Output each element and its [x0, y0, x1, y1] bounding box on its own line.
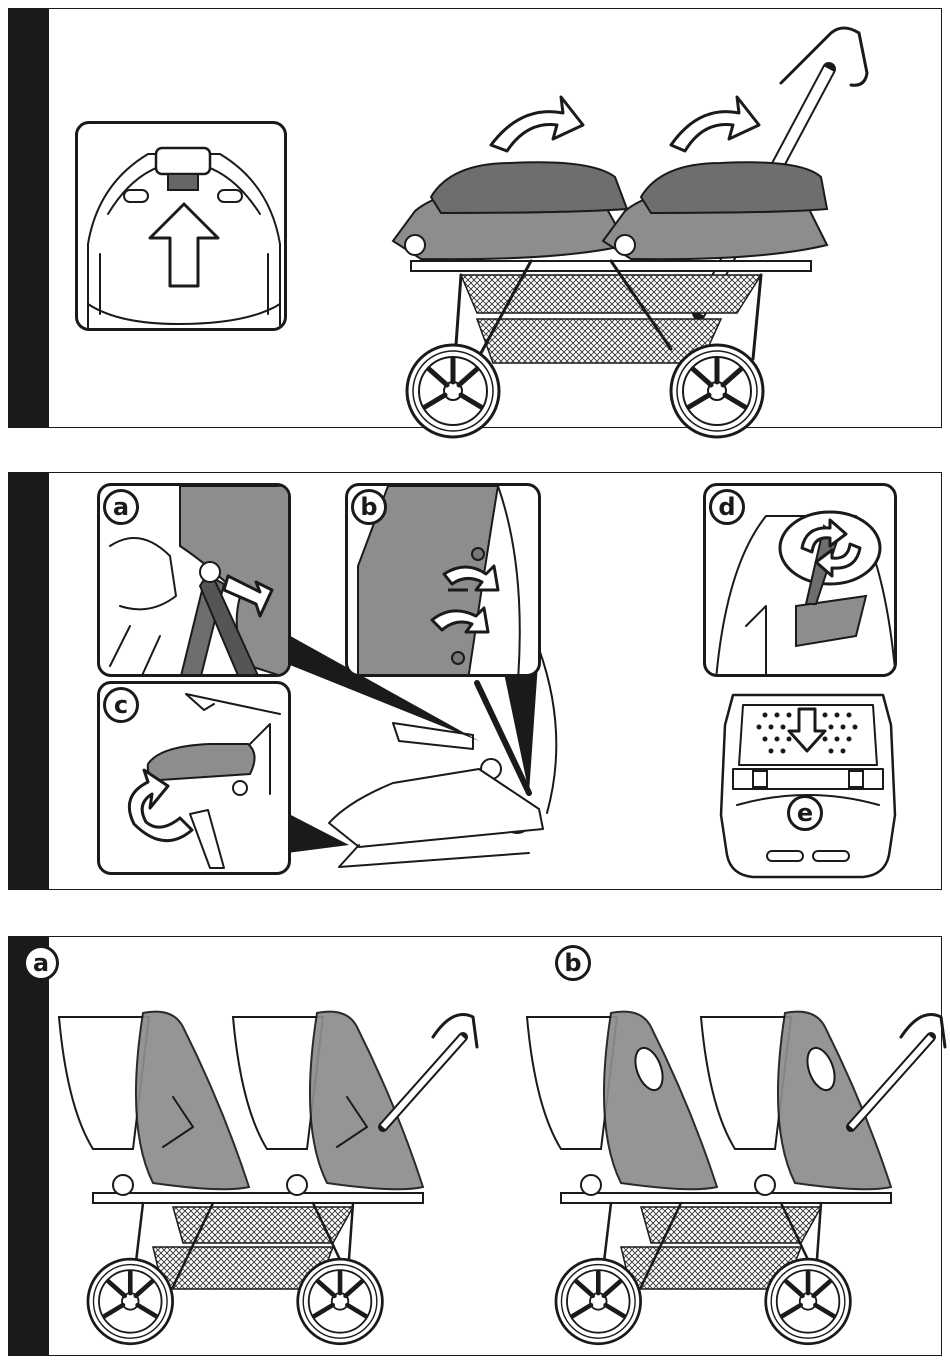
step-label-d: d: [709, 489, 745, 525]
step-label-b: b: [351, 489, 387, 525]
instruction-panel-2: a b c: [8, 472, 942, 890]
instruction-panel-1: [8, 8, 942, 428]
rotate-arrow-icon: [129, 770, 192, 841]
rotate-arrow-icon: [491, 97, 583, 151]
seat-base-illustration: [713, 685, 903, 885]
variant-label-a: a: [23, 945, 59, 981]
step-label-e: e: [787, 795, 823, 831]
rotate-arrow-icon: [671, 97, 759, 151]
seat-release-illustration: [78, 124, 287, 331]
step-label-a: a: [103, 489, 139, 525]
step-label-c: c: [103, 687, 139, 723]
panel-side-bar: [9, 9, 49, 427]
stroller-rain-cover-a: [53, 1007, 483, 1347]
stroller-rain-cover-b: [521, 1007, 950, 1347]
variant-label-b: b: [555, 945, 591, 981]
stroller-fold-illustration: [381, 13, 831, 413]
inset-seat-release-detail: [75, 121, 287, 331]
instruction-panel-3: a b: [8, 936, 942, 1356]
panel-side-bar: [9, 937, 49, 1355]
